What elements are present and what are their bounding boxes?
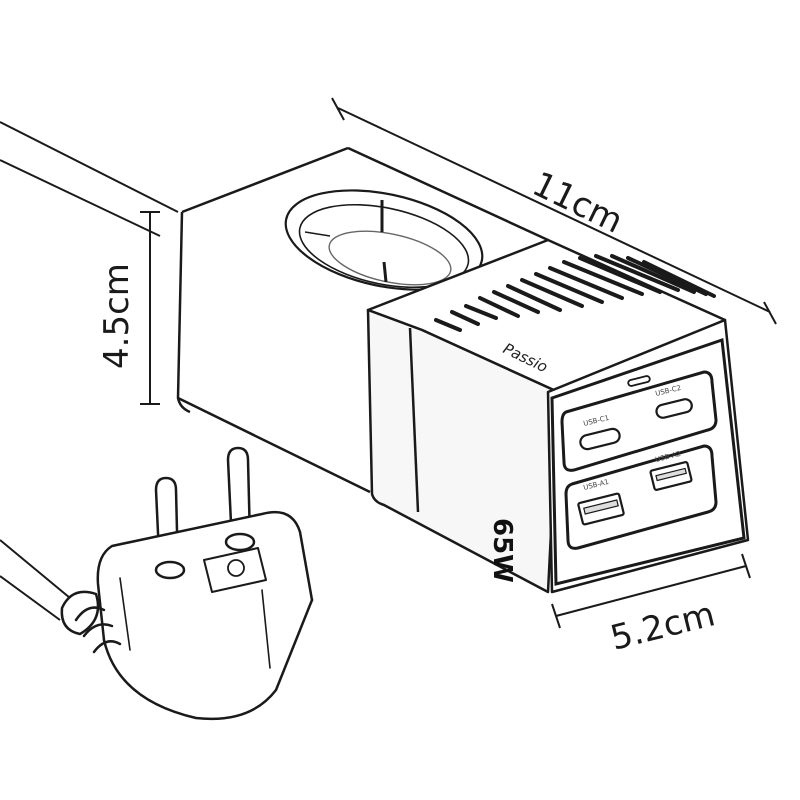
usb-c2-port (655, 398, 693, 419)
height-label: 4.5cm (97, 263, 137, 369)
power-rating: 65W (487, 518, 517, 583)
dimension-line-height (140, 211, 160, 405)
usb-a2-port (649, 461, 693, 491)
plug-cord (0, 539, 71, 621)
power-cord (0, 121, 179, 237)
dimension-line-length (331, 97, 777, 325)
front-panel (550, 337, 746, 586)
charger-module (366, 238, 750, 594)
indicator-light (627, 375, 651, 387)
usb-a-port-group (564, 444, 718, 550)
usb-c-port-group (560, 370, 718, 472)
ac-outlet (284, 189, 484, 291)
usb-a1-port (577, 492, 625, 526)
usb-c1-port (579, 427, 621, 451)
eu-plug (60, 446, 314, 721)
width-label: 5.2cm (607, 594, 719, 658)
length-label: 11cm (526, 164, 629, 242)
vent-grille (434, 254, 716, 332)
socket-body (176, 146, 549, 494)
dimension-line-width (551, 553, 751, 629)
